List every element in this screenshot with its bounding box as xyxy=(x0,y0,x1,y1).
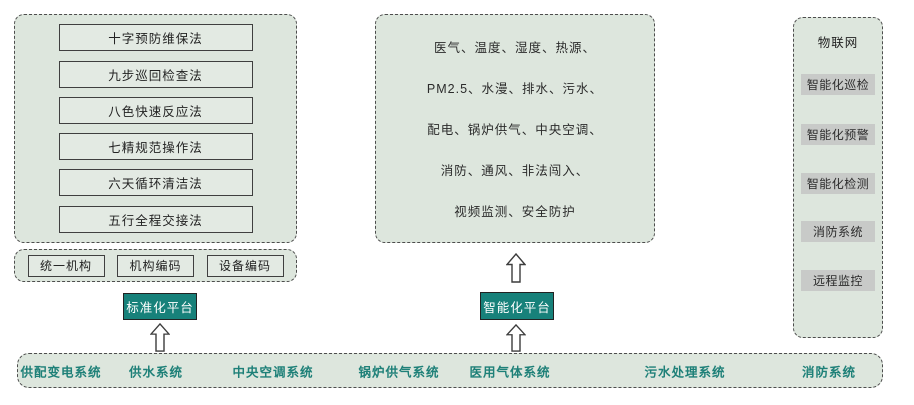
coding-panel: 统一机构 机构编码 设备编码 xyxy=(14,249,297,282)
monitoring-line: 视频监测、安全防护 xyxy=(454,205,576,219)
method-box: 八色快速反应法 xyxy=(58,96,253,124)
iot-panel: 物联网 智能化巡检 智能化预警 智能化检测 消防系统 远程监控 xyxy=(793,17,883,338)
iot-item: 远程监控 xyxy=(801,270,875,291)
system-label: 污水处理系统 xyxy=(644,365,726,379)
monitoring-line: PM2.5、水漫、排水、污水、 xyxy=(426,82,604,96)
system-label: 供水系统 xyxy=(128,365,184,379)
method-box: 五行全程交接法 xyxy=(58,205,253,233)
standard-platform-label: 标准化平台 xyxy=(123,293,197,320)
method-box: 六天循环清洁法 xyxy=(58,169,253,197)
monitoring-panel: 医气、温度、湿度、热源、 PM2.5、水漫、排水、污水、 配电、锅炉供气、中央空… xyxy=(375,14,655,243)
methods-panel: 十字预防维保法 九步巡回检查法 八色快速反应法 七精规范操作法 六天循环清洁法 … xyxy=(14,14,297,243)
iot-item: 消防系统 xyxy=(801,221,875,242)
system-label: 消防系统 xyxy=(801,365,857,379)
code-box: 机构编码 xyxy=(117,254,194,277)
code-box: 统一机构 xyxy=(27,254,105,277)
iot-item: 智能化预警 xyxy=(801,124,875,145)
iot-panel-title: 物联网 xyxy=(817,36,859,50)
system-label: 中央空调系统 xyxy=(232,365,314,379)
method-box: 七精规范操作法 xyxy=(58,133,253,161)
monitoring-line: 消防、通风、非法闯入、 xyxy=(440,164,590,178)
system-label: 锅炉供气系统 xyxy=(358,365,440,379)
iot-item: 智能化检测 xyxy=(801,173,875,194)
system-label: 医用气体系统 xyxy=(469,365,551,379)
iot-item: 智能化巡检 xyxy=(801,74,875,95)
systems-bar: 供配变电系统 供水系统 中央空调系统 锅炉供气系统 医用气体系统 污水处理系统 … xyxy=(17,353,883,388)
method-box: 十字预防维保法 xyxy=(58,24,253,52)
code-box: 设备编码 xyxy=(206,254,284,277)
monitoring-line: 医气、温度、湿度、热源、 xyxy=(433,41,596,55)
up-arrow-icon xyxy=(506,324,526,352)
monitoring-line: 配电、锅炉供气、中央空调、 xyxy=(427,123,603,137)
smart-platform-label: 智能化平台 xyxy=(480,292,554,320)
up-arrow-icon xyxy=(506,253,526,283)
up-arrow-icon xyxy=(150,323,170,352)
method-box: 九步巡回检查法 xyxy=(58,60,253,88)
system-label: 供配变电系统 xyxy=(20,365,102,379)
